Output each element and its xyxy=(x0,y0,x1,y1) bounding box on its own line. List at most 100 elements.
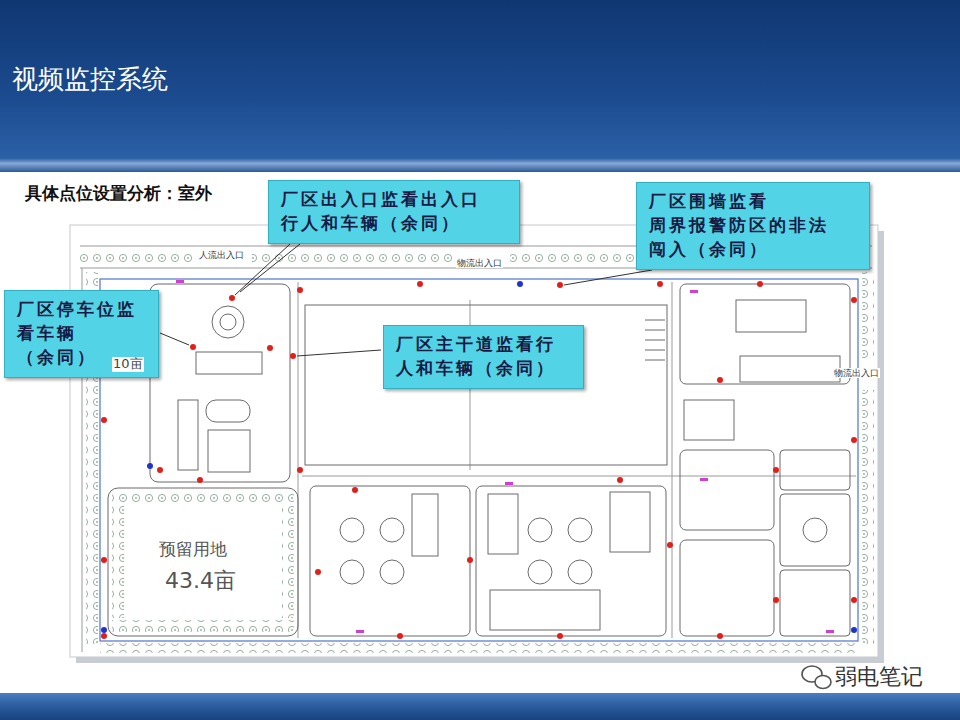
device-mark xyxy=(826,630,834,633)
camera-dot xyxy=(352,487,358,493)
camera-dot xyxy=(267,345,273,351)
camera-dot xyxy=(397,633,403,639)
leader-line xyxy=(564,270,652,285)
building xyxy=(196,352,262,374)
main-building xyxy=(305,305,667,465)
camera-dot xyxy=(417,281,423,287)
building xyxy=(780,570,850,636)
plant-block xyxy=(310,486,470,636)
subtitle: 具体点位设置分析：室外 xyxy=(25,184,212,204)
drawing-frame xyxy=(70,225,878,657)
buildings xyxy=(108,284,850,636)
tree-rows xyxy=(80,250,874,653)
reserved-land xyxy=(108,488,298,636)
device-dot xyxy=(517,281,523,287)
map-label: 人流出入口 xyxy=(198,250,245,260)
building xyxy=(412,494,438,556)
building xyxy=(490,590,600,630)
parking-line xyxy=(645,320,665,321)
leader-line xyxy=(240,244,300,292)
camera-dot xyxy=(851,297,857,303)
camera-dot xyxy=(315,569,321,575)
tank xyxy=(380,560,404,584)
callout-text: 厂区主干道监看行 人和车辆（余同） xyxy=(396,333,571,381)
camera-dot xyxy=(467,557,473,563)
tank xyxy=(568,518,592,542)
device-dot xyxy=(851,627,857,633)
tank xyxy=(340,518,364,542)
tank xyxy=(528,518,552,542)
area-label: 43.4亩 xyxy=(164,568,237,593)
callout-text: 厂区出入口监看出入口 行人和车辆（余同） xyxy=(281,188,507,236)
parking-line xyxy=(645,330,665,331)
tree-row xyxy=(862,272,874,362)
device-dot xyxy=(101,627,107,633)
parking-line xyxy=(645,360,665,361)
camera-dot xyxy=(157,467,163,473)
wechat-icon xyxy=(802,666,831,689)
callout-box: 厂区围墙监看 周界报警防区的非法 闯入（余同） xyxy=(636,182,870,270)
camera-dot xyxy=(101,633,107,639)
building xyxy=(736,300,806,332)
leader-line xyxy=(160,333,189,345)
camera-dot xyxy=(290,353,296,359)
camera-dot xyxy=(851,597,857,603)
device-mark xyxy=(505,482,513,485)
plant-block xyxy=(680,540,774,636)
callout-box: 厂区出入口监看出入口 行人和车辆（余同） xyxy=(268,180,520,244)
tree-row xyxy=(100,643,860,653)
camera-dot xyxy=(773,597,779,603)
building xyxy=(740,356,840,382)
building xyxy=(610,492,650,552)
device-mark xyxy=(356,630,364,633)
tree-row xyxy=(112,506,124,618)
building xyxy=(488,494,518,554)
map-label: 物流出入口 xyxy=(456,258,503,268)
map-label: 物流出入口 xyxy=(833,368,880,378)
camera-dot xyxy=(773,467,779,473)
watermark: 弱电笔记 xyxy=(834,664,924,689)
device-mark xyxy=(176,280,184,283)
area-label: 10亩 xyxy=(112,357,144,372)
slide-title: 视频监控系统 xyxy=(12,62,168,97)
camera-dot xyxy=(557,282,563,288)
camera-dot xyxy=(617,477,623,483)
road-line xyxy=(302,476,856,477)
device-marks xyxy=(101,280,857,633)
camera-dot xyxy=(297,287,303,293)
camera-dot xyxy=(101,417,107,423)
tank xyxy=(380,518,404,542)
area-label: 预留用地 xyxy=(158,540,228,560)
building xyxy=(178,400,198,470)
plaza xyxy=(220,314,236,330)
building xyxy=(780,494,850,566)
device-mark xyxy=(690,290,698,293)
leader-line xyxy=(297,350,381,356)
camera-dot xyxy=(657,281,663,287)
building xyxy=(208,430,250,472)
office-zone xyxy=(150,284,290,482)
camera-dot xyxy=(190,344,196,350)
tree-row xyxy=(80,250,192,262)
plant-block xyxy=(476,486,666,636)
device-mark xyxy=(700,478,708,481)
camera-dot xyxy=(229,295,235,301)
plant-block xyxy=(680,450,774,530)
road-line xyxy=(672,282,673,638)
chat-bubble xyxy=(815,676,831,689)
building xyxy=(206,400,250,422)
camera-dot xyxy=(557,633,563,639)
building xyxy=(684,400,734,440)
camera-dot xyxy=(717,377,723,383)
device-dot xyxy=(147,463,153,469)
site-boundary xyxy=(100,279,858,641)
tank xyxy=(340,560,364,584)
callout-box: 厂区主干道监看行 人和车辆（余同） xyxy=(383,325,584,389)
camera-dot xyxy=(717,633,723,639)
plaza xyxy=(212,306,244,338)
tank xyxy=(803,518,827,542)
footer-band xyxy=(0,693,960,720)
camera-dot xyxy=(851,437,857,443)
camera-points xyxy=(101,281,857,639)
